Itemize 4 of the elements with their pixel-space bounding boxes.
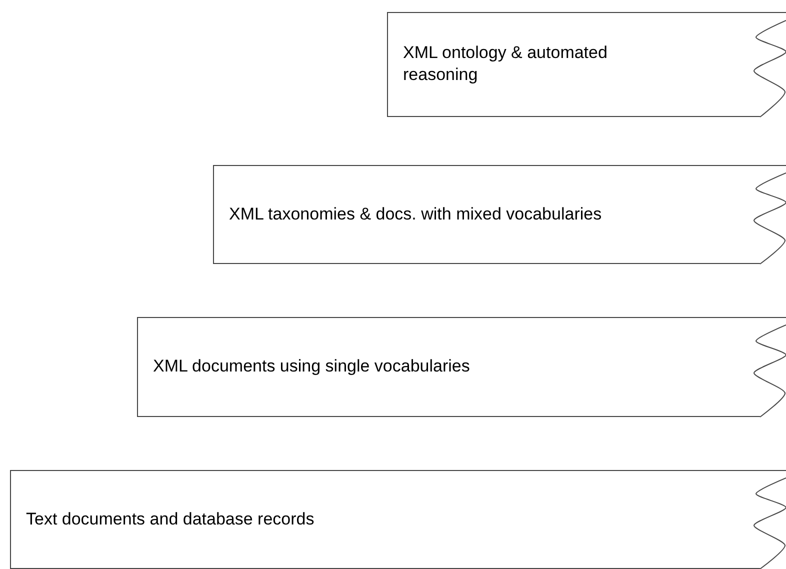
- level-label: Text documents and database records: [26, 508, 314, 530]
- level-label: XML taxonomies & docs. with mixed vocabularies: [229, 203, 602, 226]
- level-label: XML ontology & automated reasoning: [403, 42, 608, 86]
- level-label: XML documents using single vocabularies: [153, 356, 470, 378]
